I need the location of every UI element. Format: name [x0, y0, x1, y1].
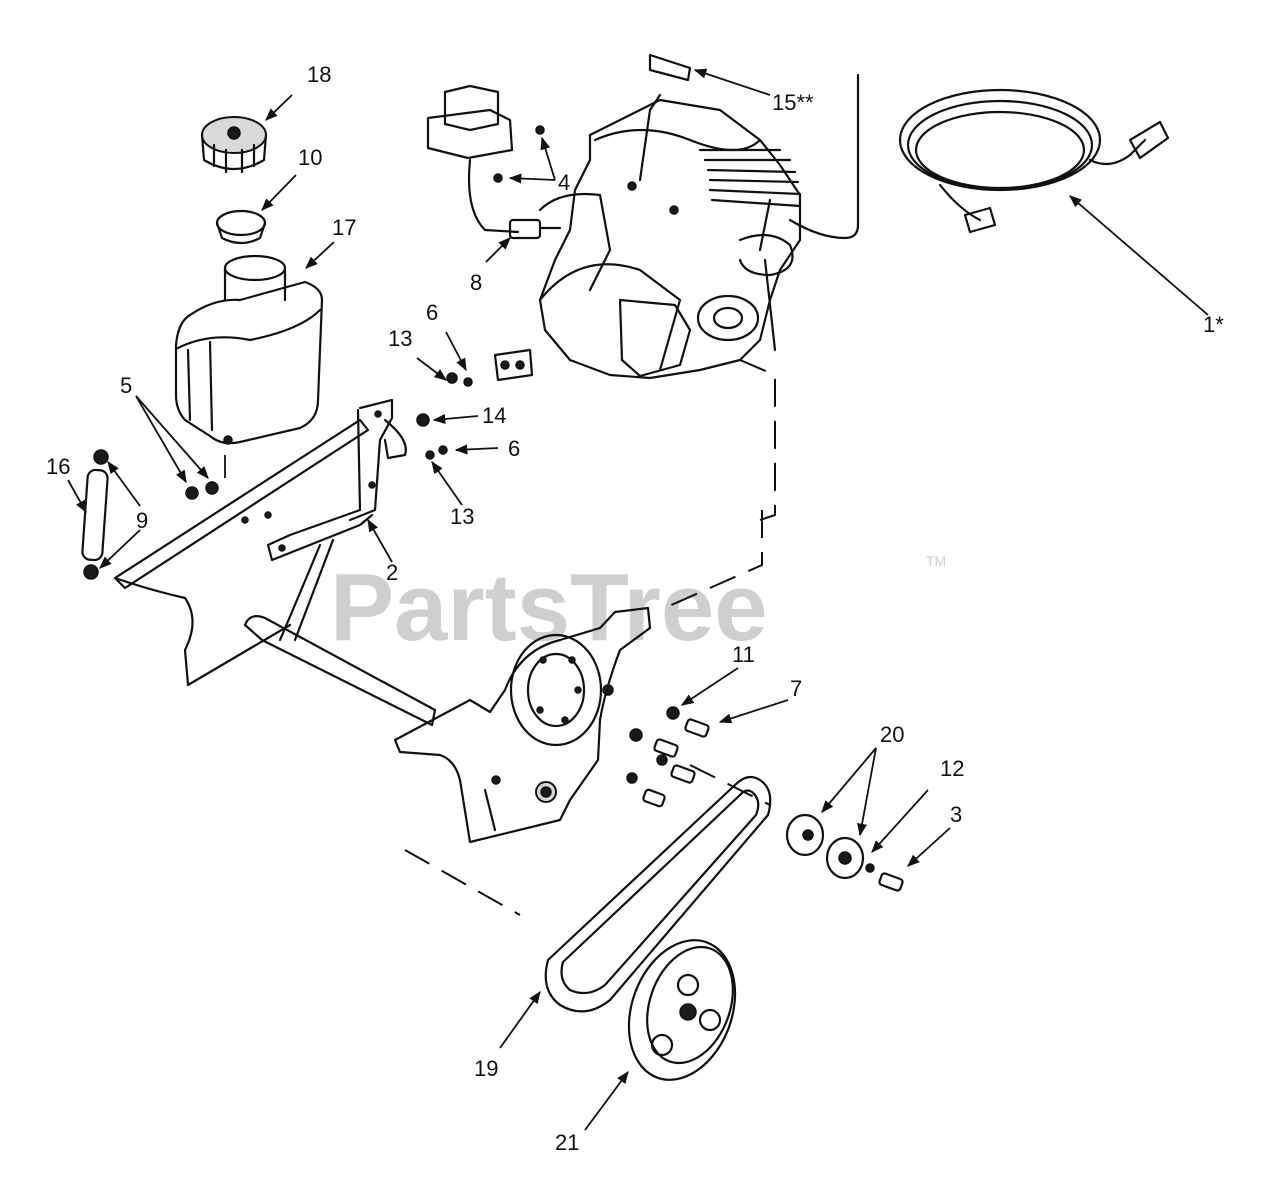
small-hardware [416, 348, 534, 460]
callout-18: 18 [307, 62, 331, 87]
part-17-fuel-tank [174, 254, 324, 445]
control-box [426, 84, 545, 234]
callout-10: 10 [298, 145, 322, 170]
part-5-fittings [185, 455, 226, 500]
part-21-pulley [627, 939, 737, 1081]
callouts: 18 10 17 15** 4 8 1* 6 13 14 6 13 5 16 9… [46, 62, 1224, 1155]
part-10-filter-ring [215, 209, 267, 245]
callout-20: 20 [880, 722, 904, 747]
callout-17: 17 [332, 215, 356, 240]
part-8-connector [508, 218, 562, 240]
callout-13a: 13 [388, 326, 412, 351]
callout-3: 3 [950, 802, 962, 827]
callout-13b: 13 [450, 504, 474, 529]
callout-6a: 6 [426, 300, 438, 325]
callout-6b: 6 [508, 436, 520, 461]
callout-5: 5 [120, 373, 132, 398]
part-2-frame [113, 398, 407, 687]
watermark-trademark: TM [926, 553, 946, 569]
cable [788, 73, 860, 240]
callout-1: 1* [1203, 312, 1224, 337]
callout-4: 4 [558, 170, 570, 195]
part-1-power-cord [898, 88, 1170, 234]
callout-7: 7 [790, 676, 802, 701]
part-20-washers [785, 813, 904, 892]
callout-19: 19 [474, 1056, 498, 1081]
alignment-lines [404, 359, 776, 916]
callout-15: 15** [772, 90, 814, 115]
callout-12: 12 [940, 756, 964, 781]
part-19-belt [544, 775, 772, 1013]
housing-side-plate [243, 606, 652, 844]
callout-21: 21 [555, 1130, 579, 1155]
callout-16: 16 [46, 454, 70, 479]
watermark: PartsTree TM [330, 553, 946, 661]
callout-2: 2 [386, 560, 398, 585]
part-16-pin [81, 449, 109, 580]
bolts-washers [626, 706, 710, 808]
callout-11: 11 [732, 642, 755, 667]
callout-8: 8 [470, 270, 482, 295]
callout-9: 9 [136, 508, 148, 533]
callout-14: 14 [482, 403, 506, 428]
leader-arrows [67, 68, 1209, 1131]
engine [538, 53, 802, 380]
part-18-fuel-cap [200, 116, 268, 174]
